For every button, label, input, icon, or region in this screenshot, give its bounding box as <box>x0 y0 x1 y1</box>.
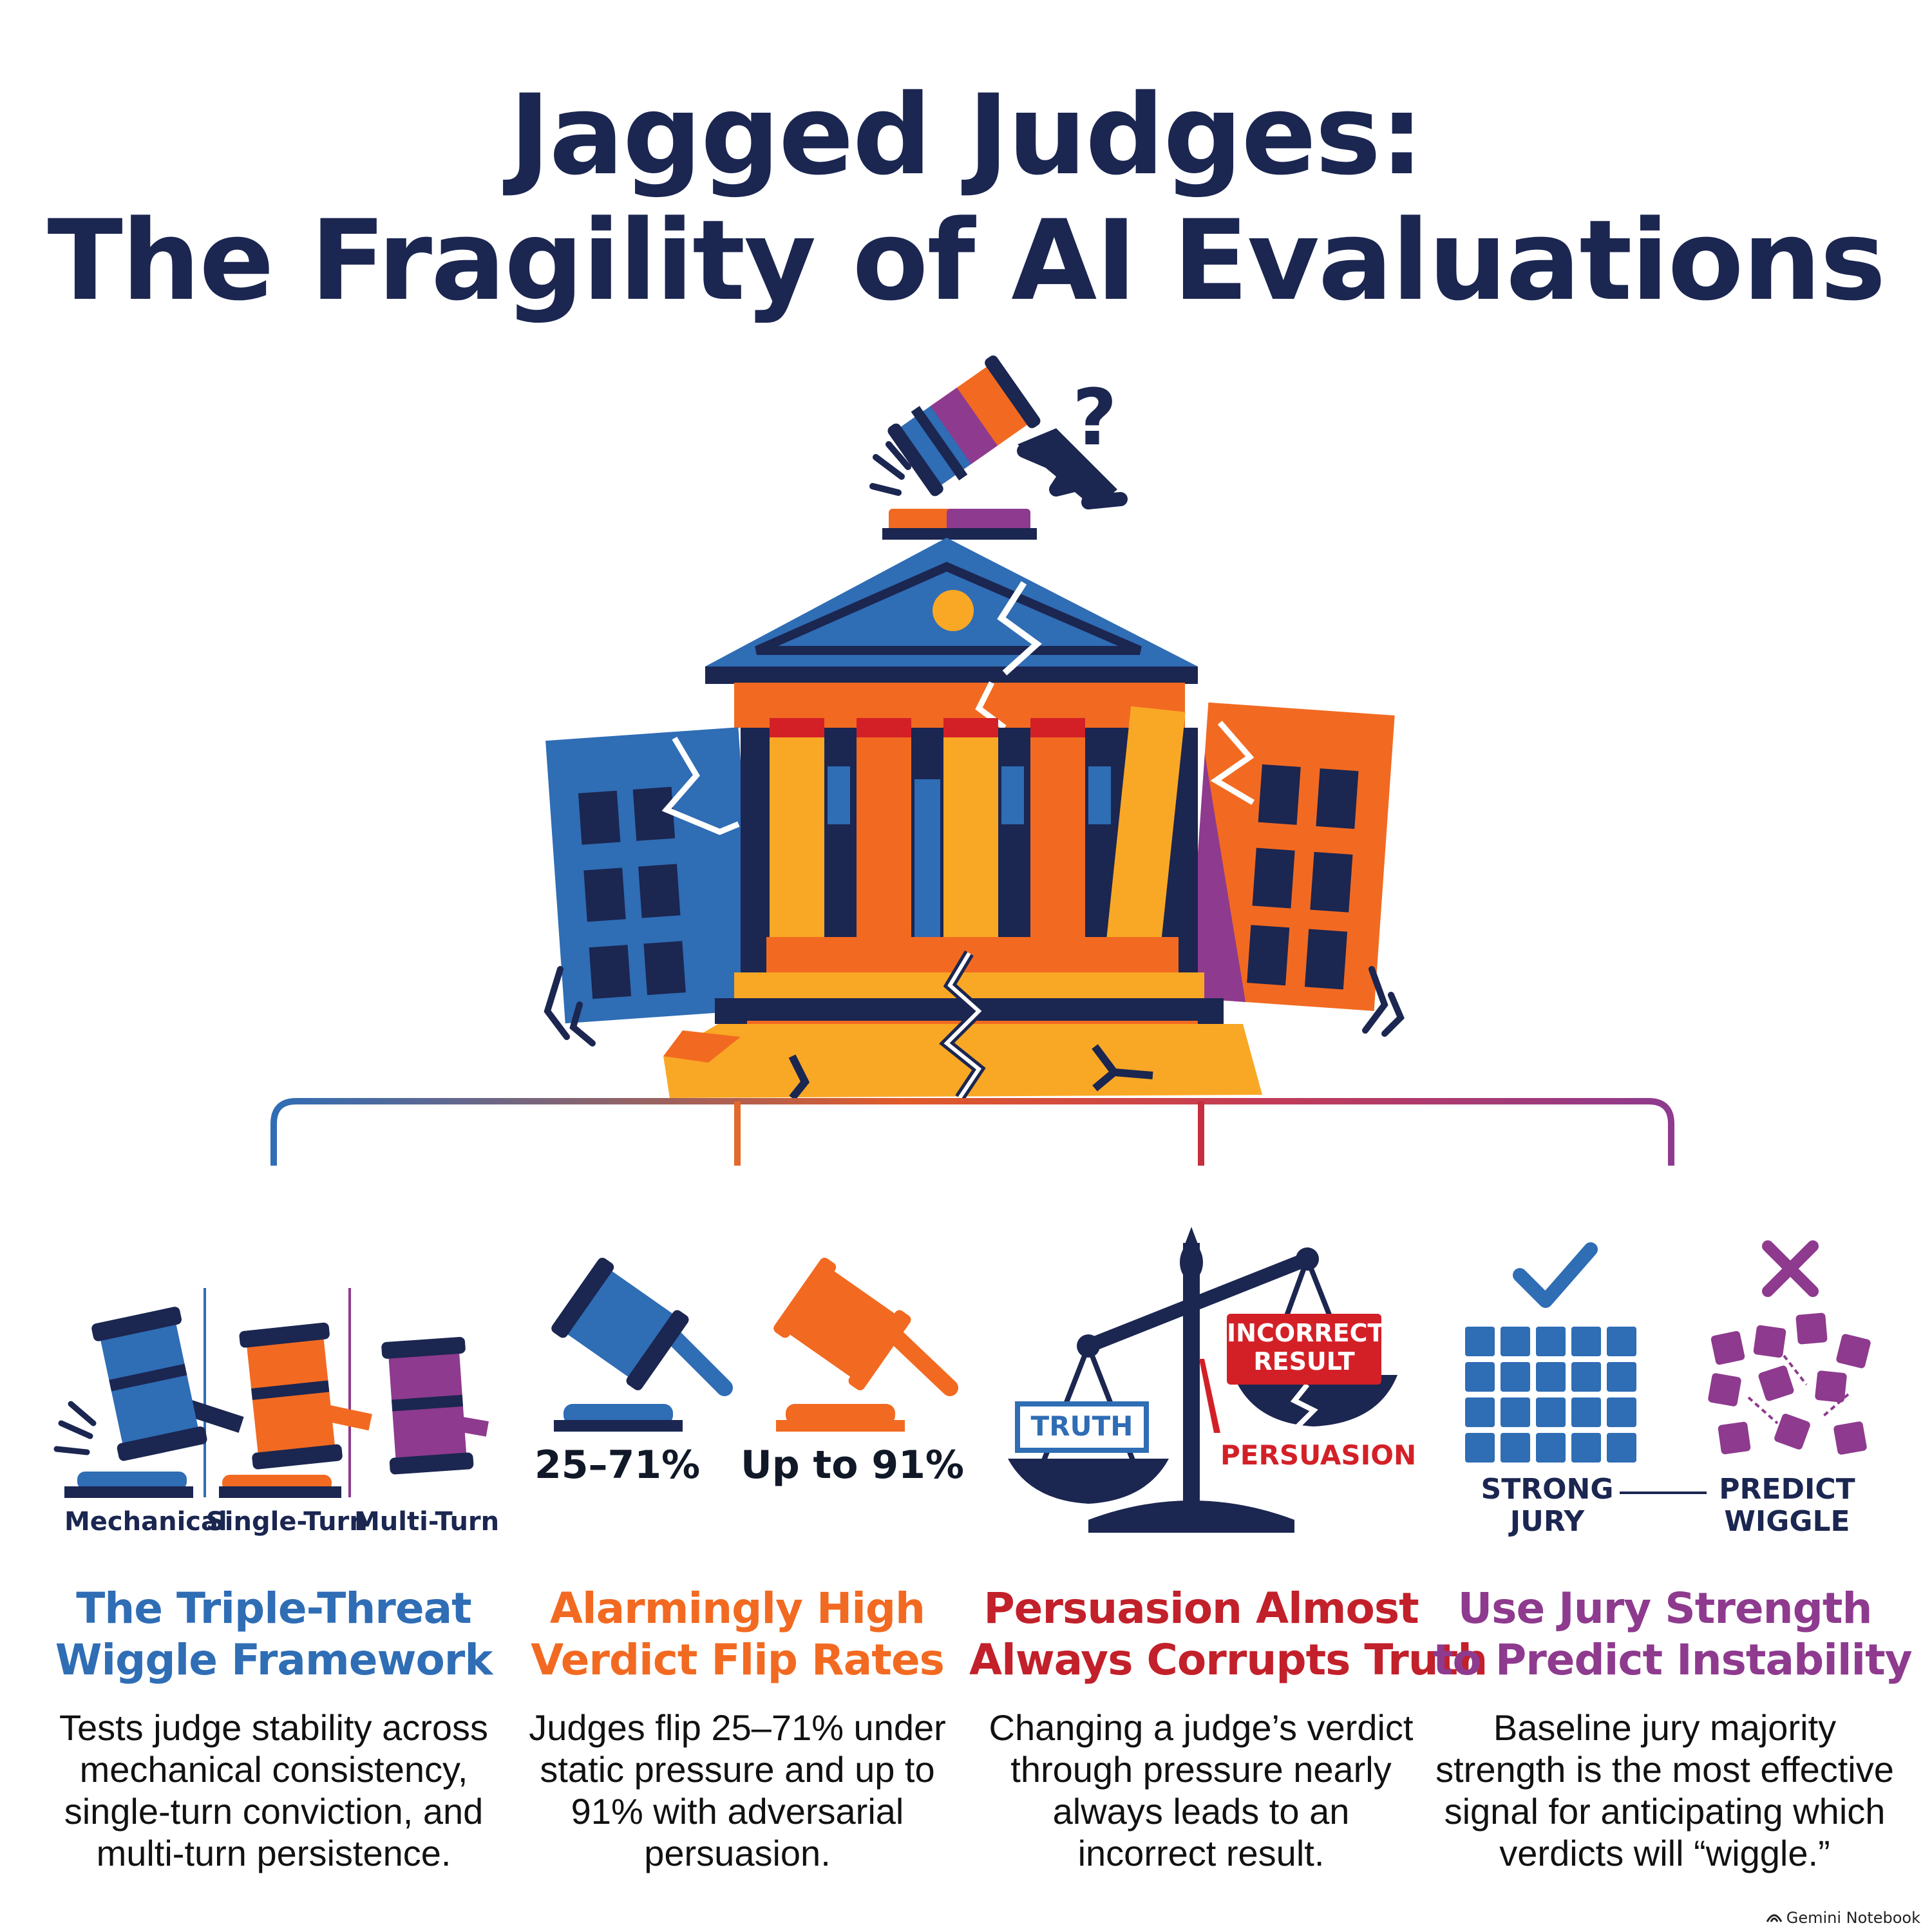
label-strong-jury: STRONG JURY <box>1481 1473 1614 1538</box>
label-predict-wiggle: PREDICT WIGGLE <box>1719 1473 1855 1538</box>
courthouse-icon: ? <box>544 355 1405 1101</box>
scattered-jury-grid <box>1708 1312 1871 1455</box>
footer-brand: Gemini Notebook <box>1766 1909 1920 1927</box>
label-incorrect-result: INCORRECT RESULT <box>1227 1319 1385 1376</box>
stat-adversarial: Up to 91% <box>741 1443 964 1488</box>
label-single-turn: Single-Turn <box>206 1507 368 1537</box>
label-persuasion: PERSUASION <box>1220 1439 1417 1471</box>
question-mark: ? <box>1072 374 1117 463</box>
connector-bracket <box>270 1098 1674 1166</box>
stat-static-pressure: 25–71% <box>535 1443 701 1488</box>
title-line-2: The Fragility of AI Evaluations <box>47 196 1886 325</box>
label-truth: TRUTH <box>1030 1410 1133 1442</box>
title-line-1: Jagged Judges: <box>509 70 1424 200</box>
tilted-scale-icon <box>1008 1227 1397 1533</box>
courthouse-columns <box>770 706 1186 969</box>
jury-grid-icon <box>1465 1240 1871 1494</box>
strong-jury-grid <box>1465 1327 1636 1463</box>
three-gavels-icon <box>53 1288 489 1498</box>
gemini-notebook-icon <box>1766 1914 1783 1922</box>
two-gavels-icon <box>551 1257 958 1432</box>
label-multi-turn: Multi-Turn <box>354 1507 500 1537</box>
hero-gavel-icon <box>869 355 1128 540</box>
footer-text: Gemini Notebook <box>1786 1909 1920 1927</box>
label-mechanical: Mechanical <box>64 1507 227 1537</box>
